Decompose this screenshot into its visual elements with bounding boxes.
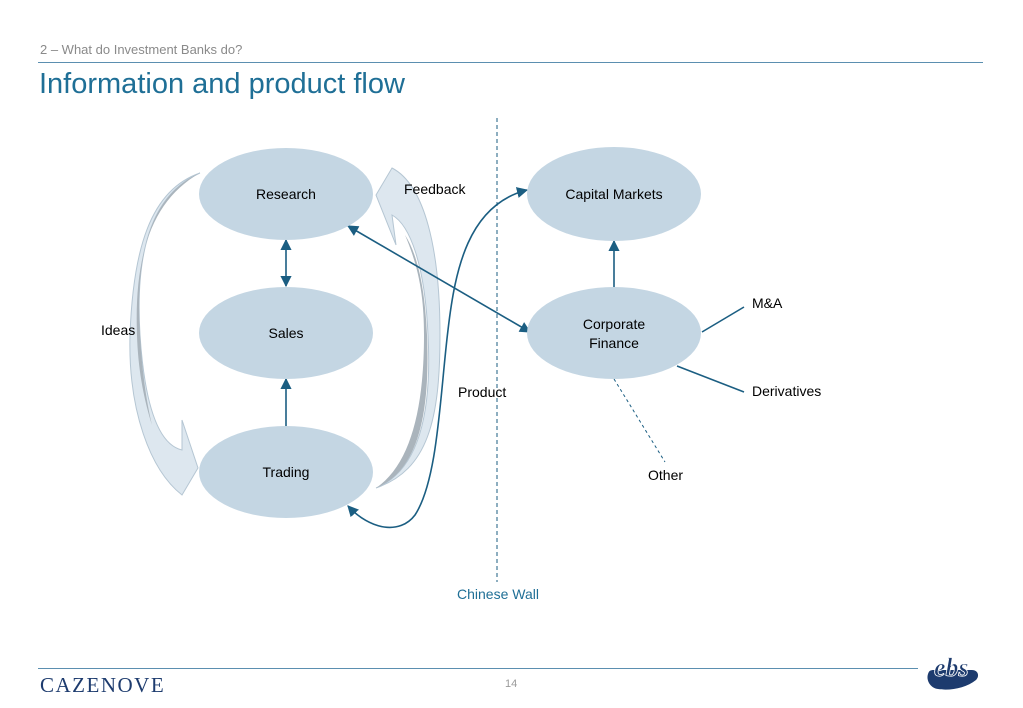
ma-label: M&A (752, 295, 783, 311)
trading-node (199, 426, 373, 518)
capital-markets-label: Capital Markets (565, 186, 662, 202)
ebs-logo-text: ebs (934, 653, 969, 682)
trading-label: Trading (263, 464, 310, 480)
capital-markets-node (527, 147, 701, 241)
header-divider (38, 62, 983, 63)
derivatives-label: Derivatives (752, 383, 821, 399)
research-label: Research (256, 186, 316, 202)
corporate-finance-label-line1: Corporate (583, 316, 645, 332)
other-label: Other (648, 467, 683, 483)
slide-title: Information and product flow (39, 68, 405, 100)
sales-label: Sales (268, 325, 303, 341)
page-number: 14 (505, 678, 518, 690)
ideas-label: Ideas (101, 322, 135, 338)
section-label: 2 – What do Investment Banks do? (40, 42, 243, 57)
research-node (199, 148, 373, 240)
corporate-finance-node (527, 287, 701, 379)
ideas-flow-arrow (129, 172, 201, 496)
product-label: Product (458, 384, 506, 400)
corporate-finance-label-line2: Finance (589, 335, 639, 351)
feedback-flow-arrow (375, 167, 441, 489)
sales-node (199, 287, 373, 379)
feedback-label: Feedback (404, 181, 466, 197)
research-corporate-finance-arrow (347, 225, 531, 333)
ebs-logo: ebs (927, 653, 979, 690)
derivatives-branch-line (676, 365, 745, 393)
cazenove-logo: CAZENOVE (40, 673, 166, 697)
other-branch-line (613, 378, 666, 463)
ma-branch-line (701, 306, 745, 333)
chinese-wall-label: Chinese Wall (457, 586, 539, 602)
footer-divider (38, 668, 918, 669)
